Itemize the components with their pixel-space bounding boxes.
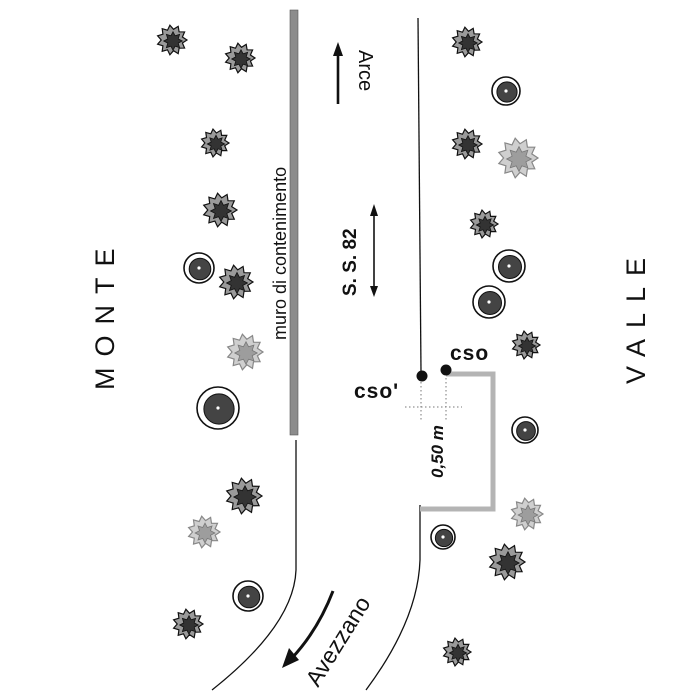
direction-south-label: Avezzano: [300, 592, 375, 691]
shrub-icon: [224, 42, 257, 74]
shrub-icon: [469, 209, 500, 239]
round-tree-icon: [472, 285, 506, 319]
shrub-icon: [497, 137, 540, 179]
round-tree-icon: [232, 580, 264, 612]
round-tree-icon: [492, 249, 526, 283]
shrub-icon: [451, 26, 484, 58]
road-label: S. S. 82: [340, 228, 361, 296]
round-tree-icon: [511, 416, 539, 444]
shrub-icon: [187, 515, 222, 549]
dotted-guides: [405, 378, 462, 420]
point-cso-marker: [440, 364, 452, 376]
distance-label: 0,50 m: [428, 425, 447, 478]
round-tree-icon: [430, 524, 456, 550]
point-cso-prime-label: cso': [354, 380, 399, 403]
shrub-icon: [202, 192, 239, 228]
shrub-icon: [442, 637, 473, 667]
shrub-icon: [488, 543, 527, 581]
wall-label: muro di contenimento: [270, 167, 290, 340]
round-tree-icon: [183, 252, 215, 284]
shrub-icon: [200, 128, 231, 158]
road-edge-right-lower: [365, 505, 421, 691]
monte-label: MONTE: [90, 238, 120, 391]
retaining-wall: [289, 9, 299, 436]
shrub-icon: [172, 608, 205, 640]
direction-north-label: Arce: [354, 50, 376, 91]
round-tree-icon: [491, 76, 521, 106]
road-edge-right: [417, 17, 422, 373]
round-tree-icon: [196, 386, 240, 430]
shrub-icon: [511, 330, 542, 360]
shrub-icon: [225, 477, 264, 515]
shrub-icon: [218, 264, 255, 300]
shrub-icon: [510, 497, 545, 531]
vegetation: [156, 24, 545, 667]
measurement-bracket: [420, 371, 496, 512]
arrow-southwest: [282, 590, 335, 668]
shrub-icon: [226, 333, 265, 371]
point-cso-label: cso: [450, 342, 489, 365]
road-edge-left: [211, 440, 297, 691]
road-double-arrow: [370, 204, 378, 297]
shrub-icon: [451, 128, 484, 160]
point-cso-prime-marker: [416, 370, 428, 382]
arrow-north: [333, 42, 343, 104]
valle-label: VALLE: [621, 247, 651, 384]
shrub-icon: [156, 24, 189, 56]
